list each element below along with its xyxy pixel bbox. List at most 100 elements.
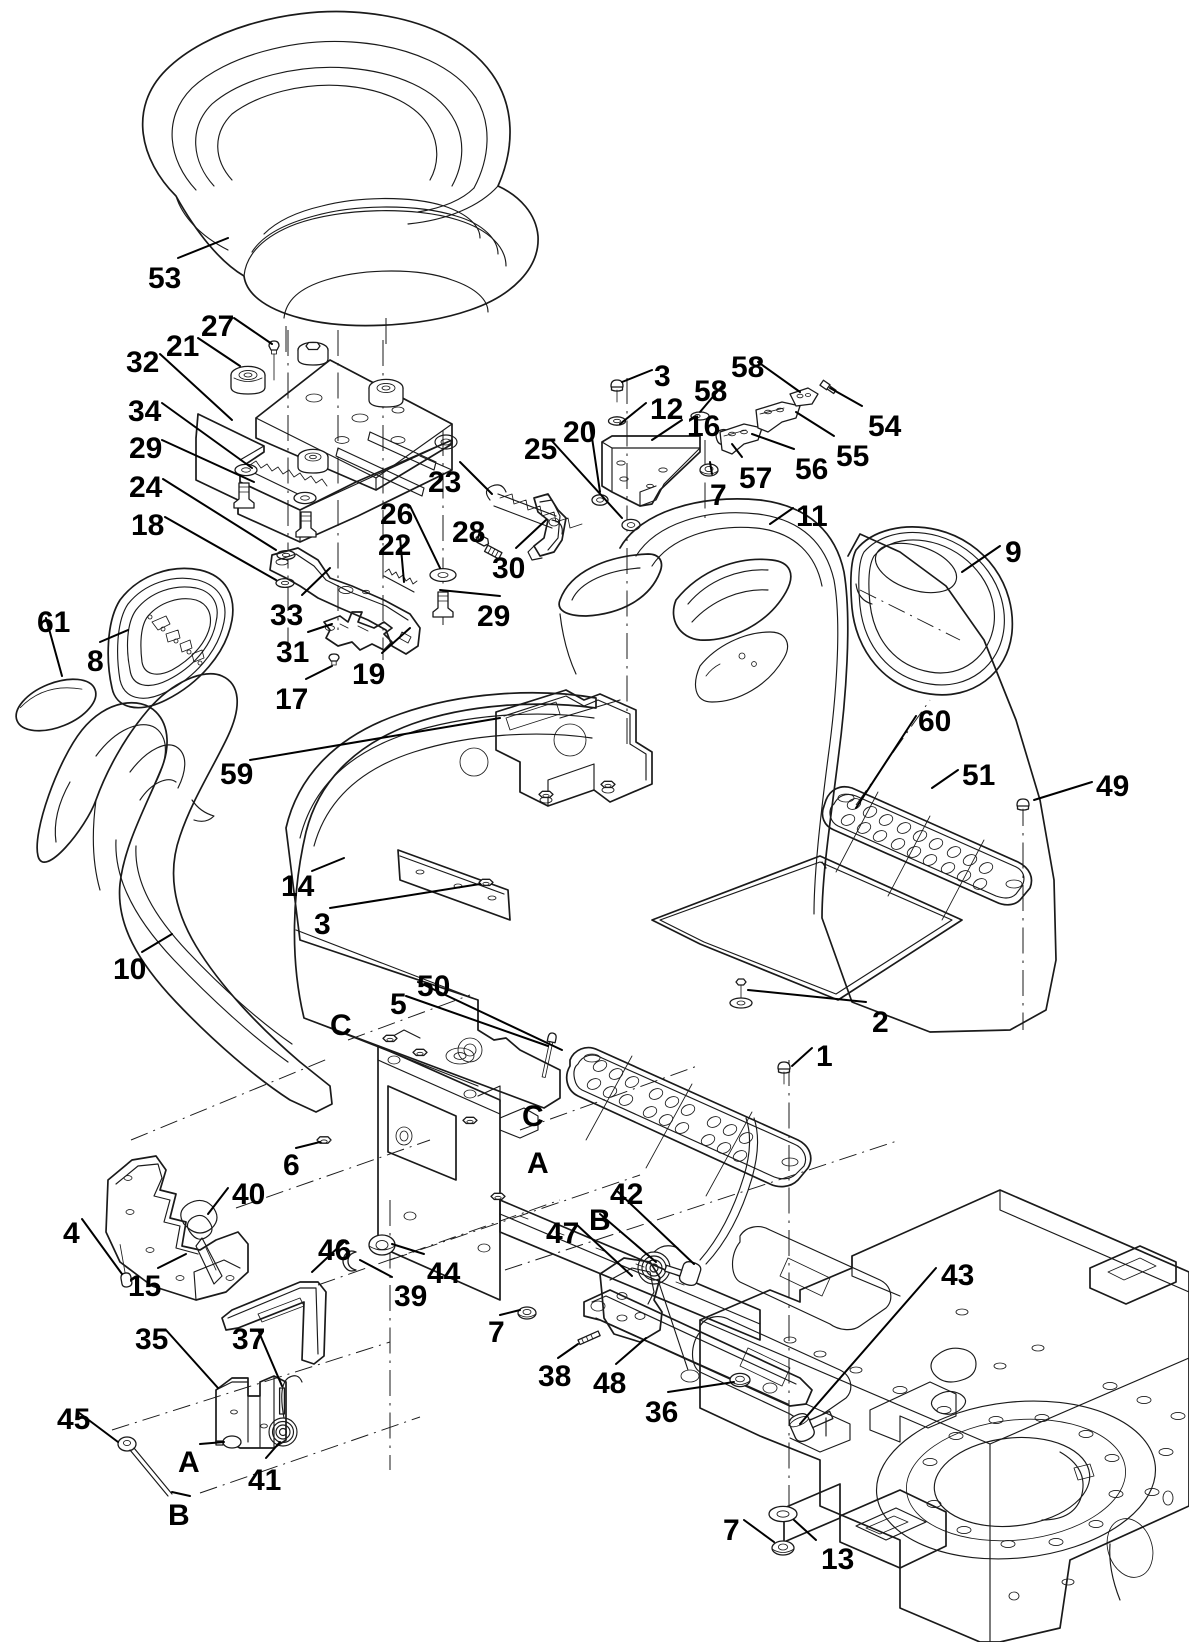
callout-27: 27 [201,310,235,343]
callout-31: 31 [276,636,310,669]
part-right-fender-11 [459,498,1057,1033]
part-lift-link-48 [583,1289,851,1453]
callout-12: 12 [650,393,684,426]
part-washer-33 [275,577,295,589]
callout-44: 44 [427,1257,461,1290]
callout-19: 19 [352,658,386,691]
callout-26: 26 [380,498,414,531]
part-screw-17 [328,653,340,666]
part-discharge-chute-10 [36,672,333,1113]
part-seat-plate-32 [255,359,453,491]
callout-47: 47 [546,1217,580,1250]
part-latch-plate-56 [719,423,763,455]
part-retaining-ring-39 [342,1250,357,1272]
cable [699,1117,751,1261]
callout-55: 55 [836,440,870,473]
callout-3a: 3 [654,360,671,393]
callout-18: 18 [131,509,165,542]
part-shoulder-bolt-29a [233,482,255,509]
callout-7c: 7 [723,1514,740,1547]
callout-6: 6 [283,1149,300,1182]
assembly-axis-lines [111,330,1024,1520]
part-washer-26 [429,567,457,583]
part-bolt-2 [729,978,753,1009]
callout-59: 59 [220,758,254,791]
callout-50: 50 [417,970,451,1003]
callout-51: 51 [962,759,996,792]
callout-40: 40 [232,1178,266,1211]
part-screw-54 [819,379,837,395]
callout-49: 49 [1096,770,1130,803]
part-latch-channel-35 [215,1375,287,1449]
part-washer-13 [768,1505,798,1523]
part-cap-screw-27 [268,340,280,381]
part-cap-plug-61 [15,678,97,732]
part-pin-5 [541,1032,557,1078]
callout-38: 38 [538,1360,572,1393]
callout-7a: 7 [710,479,727,512]
part-extension-spring-23 [485,484,583,535]
part-footrest-mat-50 [565,1046,812,1197]
callout-11: 11 [796,500,828,533]
part-footrest-mat-51 [821,785,1033,921]
frame-detail-ac [382,1029,539,1201]
part-shoulder-bolt-43 [788,1410,834,1443]
callout-b-a: B [168,1499,190,1532]
part-bushing-21 [230,341,404,474]
part-support-bracket-16 [601,435,701,507]
part-console-trim-8 [107,567,234,709]
callout-36: 36 [645,1396,679,1429]
callout-15: 15 [128,1270,162,1303]
callout-39: 39 [394,1280,428,1313]
callout-2: 2 [872,1006,889,1039]
callout-61: 61 [37,606,71,639]
callout-14: 14 [281,870,315,903]
callout-42: 42 [610,1178,644,1211]
part-shoulder-bolt-29c [432,591,454,618]
part-rivet-4 [119,1244,133,1288]
callout-34: 34 [128,395,162,428]
part-spacer-44 [368,1234,396,1256]
callout-41: 41 [248,1464,282,1497]
callout-33: 33 [270,599,304,632]
callout-45: 45 [57,1403,91,1436]
callout-25: 25 [524,433,558,466]
part-flange-nut-36 [729,1372,751,1388]
part-rivet-1 [777,1061,791,1085]
callout-23: 23 [428,466,462,499]
part-seat-lever-19 [269,547,421,655]
callout-8: 8 [87,645,104,678]
callout-57: 57 [739,462,773,495]
callout-37: 37 [232,1323,266,1356]
part-handle-rod-46 [221,1281,327,1365]
callout-5: 5 [390,988,407,1021]
part-frame-chassis-43 [377,1045,1189,1642]
callout-1: 1 [816,1040,833,1073]
callout-30: 30 [492,552,526,585]
part-push-rivet-3a [610,379,624,403]
part-rivet-49 [1016,798,1030,822]
part-cotter-pin-45 [117,1436,173,1497]
part-spring-pin-22 [383,568,418,593]
callout-b-b: B [589,1204,611,1237]
callout-a-b: A [178,1446,200,1479]
leader-lines [45,237,1093,1543]
part-bushing-58b [789,387,819,407]
callout-58b: 58 [694,375,728,408]
part-hex-bolt-28 [475,534,503,560]
callout-35: 35 [135,1323,169,1356]
cable-2 [705,1117,759,1265]
part-flat-washer-25 [621,518,641,532]
callout-4: 4 [63,1217,80,1250]
part-latch-knob-40 [180,1199,223,1285]
callout-58a: 58 [731,351,765,384]
part-shoulder-bolt-42 [664,1261,702,1287]
callout-a-a: A [527,1147,549,1180]
callout-60: 60 [918,705,952,738]
part-bracket-plate-15 [105,1155,249,1301]
part-torsion-spring-41 [268,1375,303,1447]
callout-53: 53 [148,262,182,295]
callout-29a: 29 [129,432,163,465]
part-flange-nut-7b [517,1306,537,1320]
